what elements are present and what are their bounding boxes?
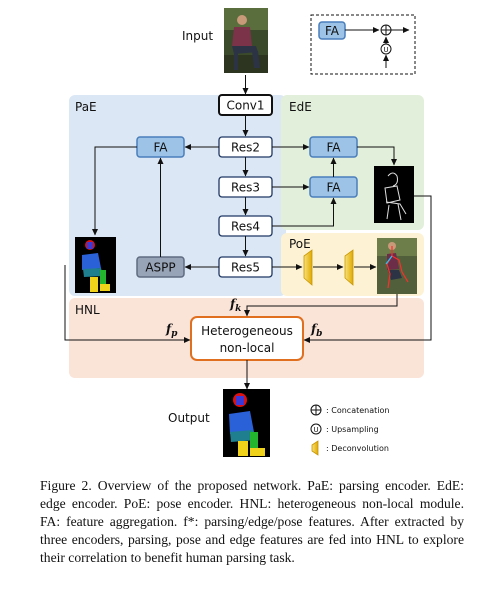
fk-label: fk (229, 297, 241, 314)
legend-upsample-glyph: U (383, 46, 388, 54)
legend-fa-label: FA (325, 24, 340, 38)
output-parsing-image (223, 389, 270, 457)
hnl-label: HNL (75, 303, 100, 317)
input-image (224, 8, 268, 73)
fb-label: fb (310, 322, 322, 339)
legend-box (310, 14, 416, 75)
hnl-line1: Heterogeneous (201, 324, 293, 338)
concat-legend-text: : Concatenation (326, 406, 389, 415)
fa-ede-top-label: FA (326, 141, 341, 155)
res2-label: Res2 (231, 141, 260, 155)
fp-label: fp (165, 322, 178, 339)
fa-ede-bottom-label: FA (326, 181, 341, 195)
network-diagram: PaE EdE PoE HNL Input FA U Conv1 Res2 Re… (64, 8, 432, 457)
deconvolution-icon-2 (344, 249, 354, 286)
deconv-legend-text: : Deconvolution (326, 444, 389, 453)
fa-pae-label: FA (153, 141, 168, 155)
hnl-line2: non-local (220, 341, 275, 355)
poe-label: PoE (289, 237, 311, 251)
upsample-legend-text: : Upsampling (326, 425, 379, 434)
conv1-label: Conv1 (226, 99, 264, 113)
deconvolution-icon-1 (303, 249, 313, 286)
pae-label: PaE (75, 100, 97, 114)
parsing-map-image (75, 237, 116, 293)
figure-caption: Figure 2. Overview of the proposed netwo… (40, 478, 464, 565)
res4-label: Res4 (231, 220, 260, 234)
res3-label: Res3 (231, 181, 260, 195)
edge-map-image (374, 166, 414, 223)
upsample-legend-icon (310, 423, 322, 435)
deconv-legend-icon (311, 440, 319, 456)
output-label: Output (168, 411, 210, 425)
input-label: Input (182, 29, 213, 43)
ede-label: EdE (289, 100, 312, 114)
upsample-legend-glyph: U (313, 426, 318, 434)
pose-map-image (377, 238, 417, 294)
aspp-label: ASPP (145, 261, 175, 275)
res5-label: Res5 (231, 261, 260, 275)
